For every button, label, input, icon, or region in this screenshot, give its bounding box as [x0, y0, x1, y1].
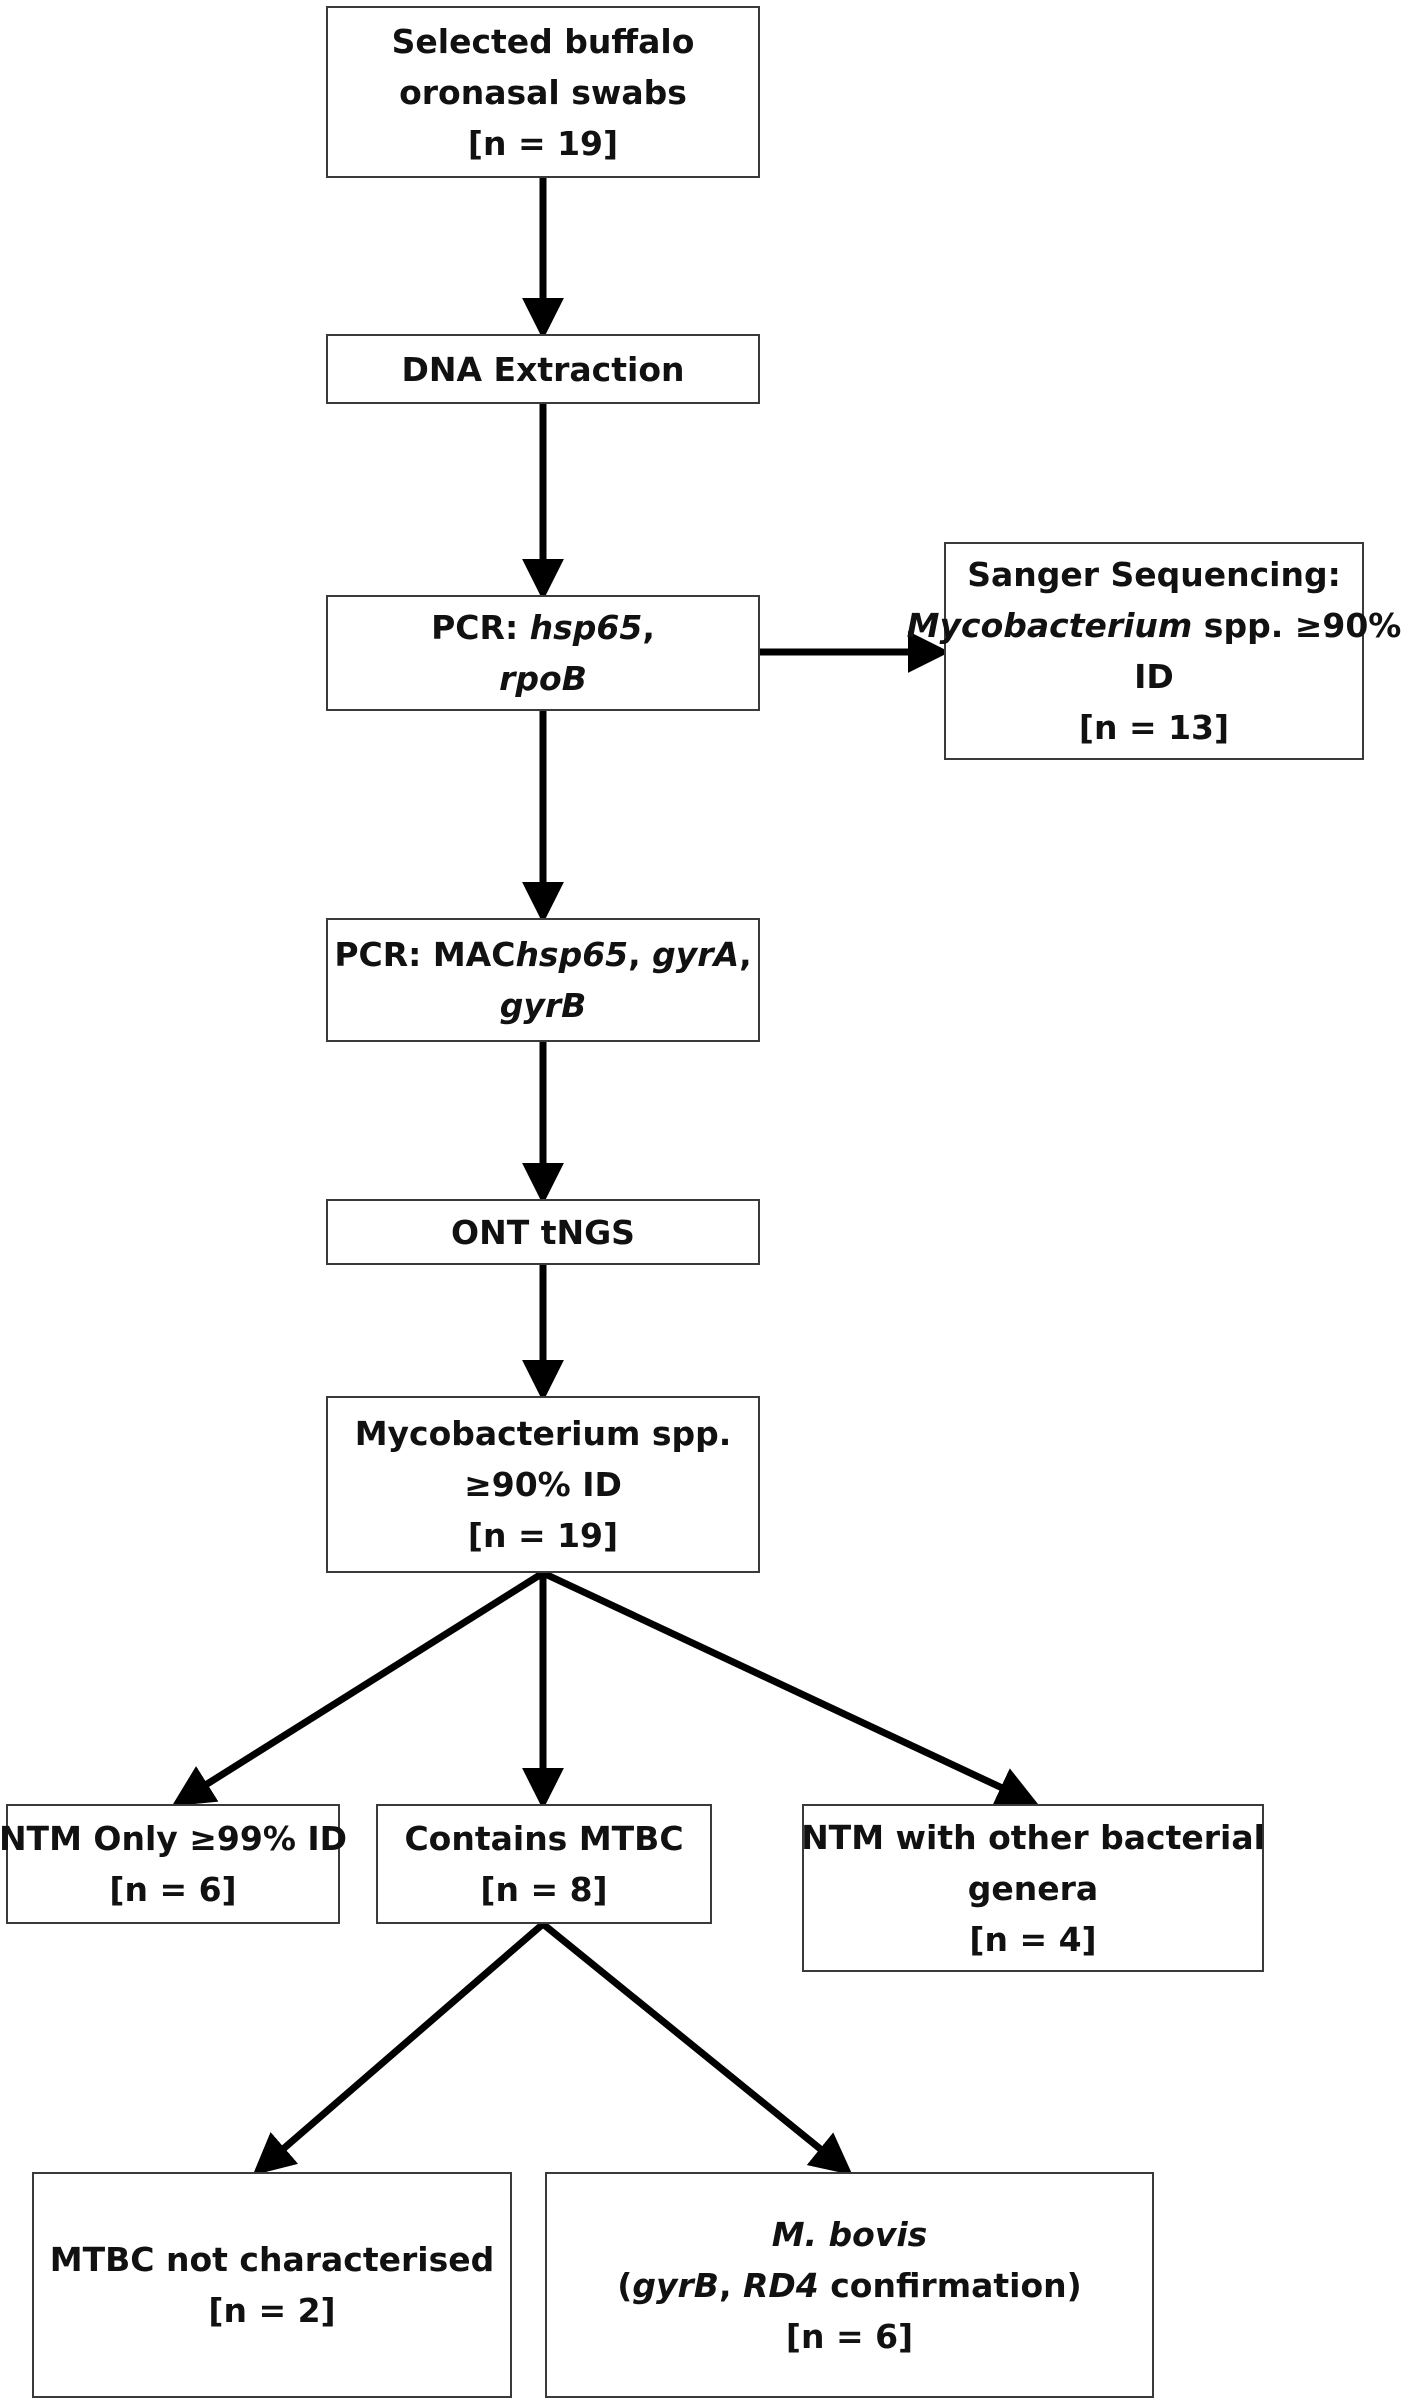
box-mtbc-not-characterised: MTBC not characterised [n = 2]	[32, 2172, 512, 2398]
m-bovis-count: [n = 6]	[785, 2316, 914, 2356]
ntm-other-count: [n = 4]	[969, 1919, 1097, 1959]
box-sanger-sequencing: Sanger Sequencing: Mycobacterium spp. ≥9…	[907, 542, 1401, 760]
m-bovis-line-1: M. bovis	[772, 2209, 928, 2260]
myco-count: [n = 19]	[467, 1516, 619, 1555]
box-ntm-only: NTM Only ≥99% ID [n = 6]	[0, 1804, 347, 1924]
swabs-count: [n = 19]	[467, 123, 619, 163]
pcr2-gene-gyra: gyrA	[652, 935, 740, 974]
m-bovis-species: M. bovis	[771, 2214, 928, 2254]
sanger-title: Sanger Sequencing:	[967, 555, 1341, 594]
box-pcr-hsp65-rpob: PCR: hsp65, rpoB	[326, 595, 760, 711]
mtbc-not-characterised-count: [n = 2]	[208, 2291, 336, 2330]
pcr1-line-2: rpoB	[499, 653, 587, 704]
sanger-count: [n = 13]	[1078, 708, 1230, 747]
box-ont-tngs: ONT tNGS	[326, 1199, 760, 1265]
sanger-line-2: Mycobacterium spp. ≥90%	[907, 600, 1402, 651]
ont-label: ONT tNGS	[451, 1212, 635, 1252]
pcr1-prefix: PCR:	[431, 608, 530, 647]
pcr1-gene-rpob: rpoB	[499, 659, 587, 698]
m-bovis-separator: ,	[718, 2265, 743, 2305]
box-mycobacterium-identified: Mycobacterium spp. ≥90% ID [n = 19]	[326, 1396, 760, 1573]
sanger-line-3: ID	[1134, 657, 1174, 696]
ntm-only-label: NTM Only ≥99% ID	[0, 1819, 348, 1858]
arrow-mtbc-to-m-bovis	[540, 1921, 853, 2176]
pcr2-line-1: PCR: MAChsp65, gyrA,	[334, 929, 751, 980]
m-bovis-line-2: (gyrB, RD4 confirmation)	[617, 2260, 1081, 2311]
box-ntm-with-other-genera: NTM with other bacterial genera [n = 4]	[801, 1804, 1265, 1972]
sanger-genus: Mycobacterium	[906, 606, 1193, 645]
pcr2-gene-gyrb: gyrB	[499, 986, 587, 1025]
m-bovis-paren-open: (	[617, 2265, 633, 2305]
pcr2-separator-1: ,	[628, 935, 653, 974]
ntm-only-count: [n = 6]	[109, 1870, 237, 1909]
myco-line-1: Mycobacterium spp.	[354, 1414, 732, 1453]
arrow-myco-to-ntm-only	[171, 1570, 545, 1807]
contains-mtbc-label: Contains MTBC	[404, 1819, 684, 1858]
pcr2-prefix: PCR: MAC	[334, 935, 516, 974]
m-bovis-confirmation: confirmation)	[818, 2265, 1082, 2305]
contains-mtbc-count: [n = 8]	[480, 1870, 608, 1909]
box-m-bovis: M. bovis (gyrB, RD4 confirmation) [n = 6…	[545, 2172, 1154, 2398]
ntm-other-line-2: genera	[967, 1868, 1099, 1908]
box-dna-extraction: DNA Extraction	[326, 334, 760, 404]
swabs-line-1: Selected buffalo	[391, 21, 695, 61]
box-pcr-machsp65-gyra-gyrb: PCR: MAChsp65, gyrA, gyrB	[326, 918, 760, 1042]
ntm-other-line-1: NTM with other bacterial	[801, 1817, 1265, 1857]
pcr2-separator-2: ,	[739, 935, 752, 974]
swabs-line-2: oronasal swabs	[399, 72, 687, 112]
pcr1-line-1: PCR: hsp65,	[431, 602, 655, 653]
arrow-mtbc-to-not-characterised	[252, 1921, 546, 2176]
arrow-myco-to-ntm-other	[541, 1569, 1039, 1807]
m-bovis-gene-gyrb: gyrB	[632, 2265, 719, 2305]
sanger-identity: spp. ≥90%	[1192, 606, 1402, 645]
box-contains-mtbc: Contains MTBC [n = 8]	[376, 1804, 712, 1924]
pcr2-gene-hsp65: hsp65	[515, 935, 629, 974]
box-selected-swabs: Selected buffalo oronasal swabs [n = 19]	[326, 6, 760, 178]
pcr2-line-2: gyrB	[500, 980, 587, 1031]
myco-line-2: ≥90% ID	[464, 1465, 622, 1504]
pcr1-gene-hsp65: hsp65	[529, 608, 643, 647]
dna-extraction-label: DNA Extraction	[401, 349, 685, 389]
mtbc-not-characterised-label: MTBC not characterised	[49, 2240, 495, 2279]
m-bovis-gene-rd4: RD4	[742, 2265, 819, 2305]
pcr1-separator: ,	[642, 608, 655, 647]
